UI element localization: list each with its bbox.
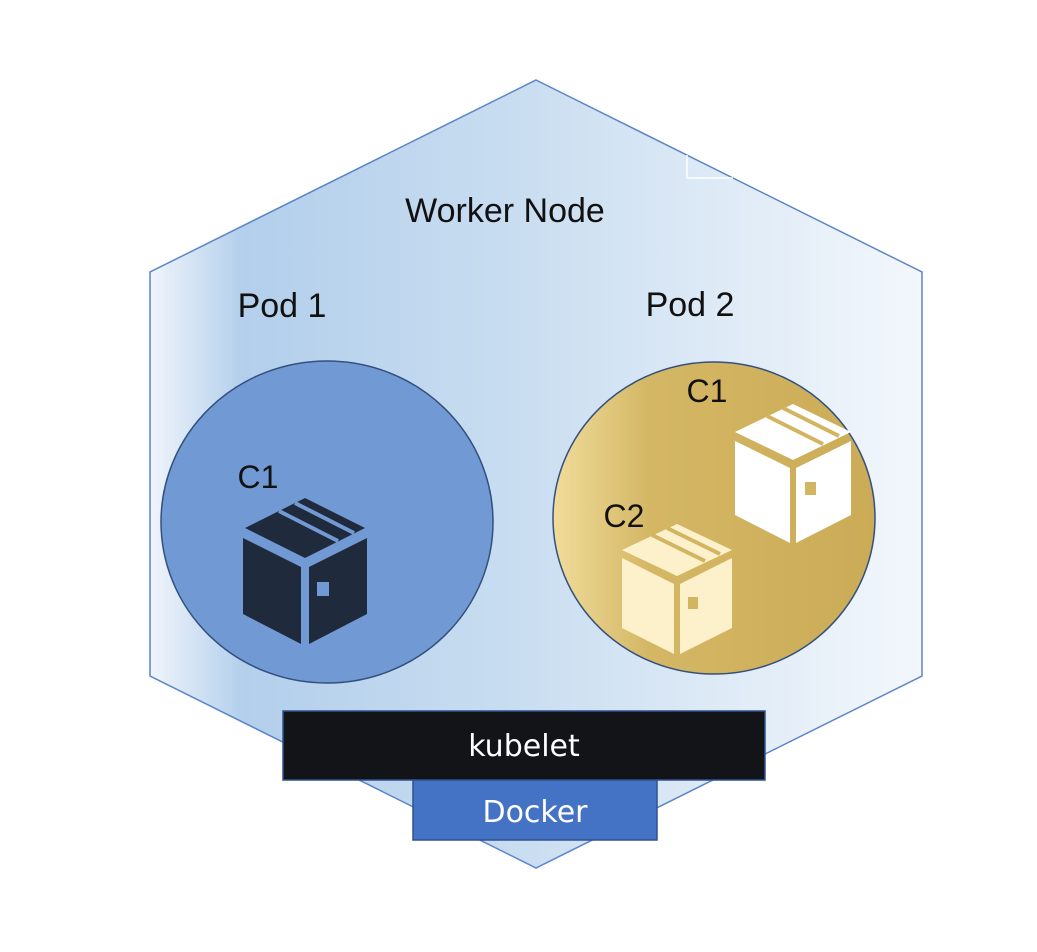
pod-2-container-c1-label: C1	[687, 373, 728, 409]
pod-1-label: Pod 1	[238, 287, 327, 325]
pod-2: Pod 2 C1 C2	[552, 286, 876, 675]
hexagon-notch	[686, 155, 733, 179]
pod-2-label: Pod 2	[646, 286, 735, 324]
box-icon	[622, 524, 732, 654]
pod-1-container-c1-label: C1	[238, 459, 279, 495]
docker-label: Docker	[482, 795, 588, 830]
docker-bar: Docker	[412, 777, 658, 841]
box-icon	[735, 404, 851, 543]
pod-1: Pod 1 C1	[160, 287, 494, 684]
kubelet-bar: kubelet	[282, 710, 766, 781]
pod-2-container-c2-label: C2	[604, 498, 645, 534]
box-icon	[243, 498, 367, 644]
kubelet-label: kubelet	[468, 729, 580, 764]
worker-node-label: Worker Node	[405, 192, 605, 230]
